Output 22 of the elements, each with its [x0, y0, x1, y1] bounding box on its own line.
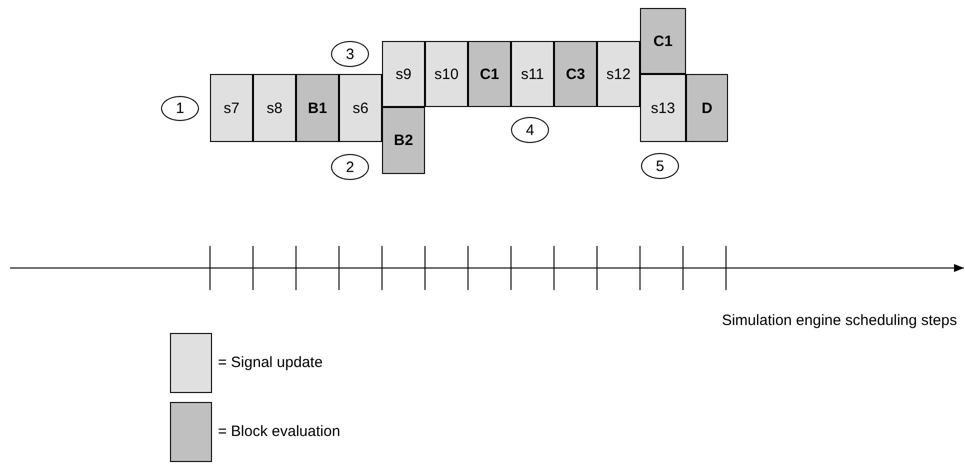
callout-number: 1 — [161, 96, 199, 121]
callout-number: 2 — [331, 154, 369, 180]
callout-number: 5 — [641, 153, 679, 179]
signal-update-box: s12 — [597, 41, 640, 107]
signal-update-box: s13 — [640, 74, 686, 142]
callout-number: 4 — [511, 117, 549, 143]
block-evaluation-box: B2 — [382, 107, 425, 174]
signal-update-box: s8 — [253, 74, 296, 142]
block-evaluation-box: C1 — [468, 41, 511, 107]
signal-update-box: s11 — [511, 41, 554, 107]
block-evaluation-box: D — [686, 74, 728, 142]
block-evaluation-box: C3 — [554, 41, 597, 107]
block-evaluation-box: B1 — [296, 74, 339, 142]
signal-update-box: s10 — [425, 41, 468, 107]
block-evaluation-box: C1 — [640, 8, 686, 74]
callout-number: 3 — [331, 41, 369, 67]
signal-update-box: s9 — [382, 41, 425, 107]
axis-label: Simulation engine scheduling steps — [722, 312, 957, 329]
signal-update-box: s7 — [210, 74, 253, 142]
legend-text: = Block evaluation — [218, 423, 340, 440]
signal-update-box: s6 — [339, 74, 382, 142]
legend-text: = Signal update — [218, 354, 323, 371]
